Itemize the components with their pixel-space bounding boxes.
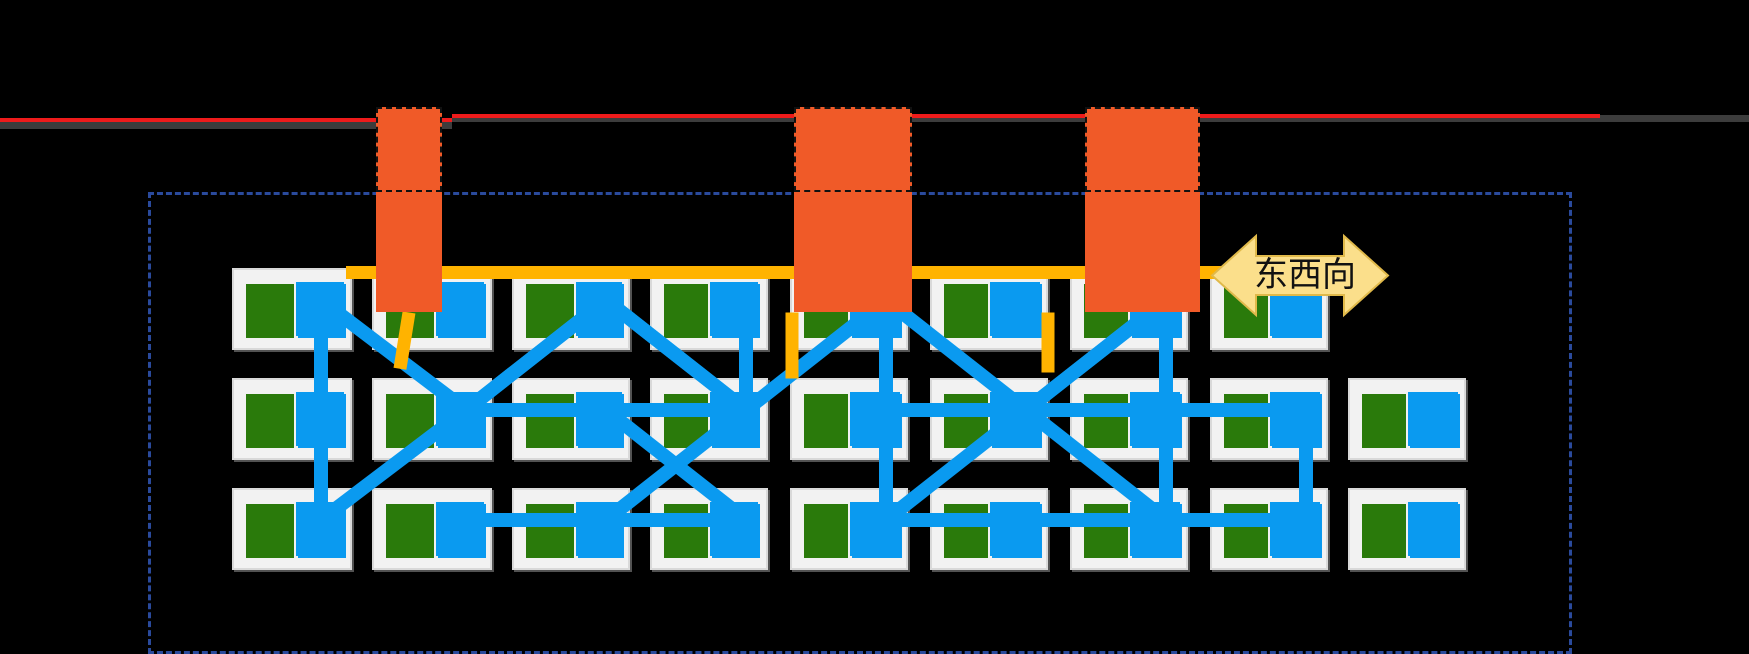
east-west-arrow-icon <box>1210 233 1390 318</box>
tower-3[interactable] <box>1085 107 1200 312</box>
east-west-arrow <box>1210 228 1390 323</box>
node-blue-unit[interactable] <box>1130 392 1180 446</box>
cell-green-unit <box>1362 394 1406 448</box>
node-blue-unit[interactable] <box>436 282 484 336</box>
tower-dashed-cap <box>794 107 912 192</box>
node-blue-unit[interactable] <box>1130 502 1180 556</box>
y-h-4 <box>900 265 1100 279</box>
cell-green-unit <box>664 284 708 338</box>
node-blue-unit[interactable] <box>990 392 1040 446</box>
cell-green-unit <box>246 394 294 448</box>
node-blue-unit[interactable] <box>990 282 1040 336</box>
node-blue-unit[interactable] <box>436 502 484 556</box>
node-blue-unit[interactable] <box>710 502 758 556</box>
node-blue-unit[interactable] <box>1270 392 1320 446</box>
dark-trunk-mid <box>452 115 1112 122</box>
node-blue-unit[interactable] <box>436 392 484 446</box>
tower-dashed-cap <box>1085 107 1200 192</box>
y-h-3 <box>620 265 810 279</box>
red-trunk-right <box>452 114 1600 118</box>
tower-dashed-cap <box>376 107 442 192</box>
node-blue-unit[interactable] <box>296 282 344 336</box>
node-blue-unit[interactable] <box>710 282 758 336</box>
node-blue-unit[interactable] <box>296 392 344 446</box>
cell-green-unit <box>386 504 434 558</box>
dark-trunk-right <box>1112 115 1749 122</box>
node-blue-unit[interactable] <box>850 392 900 446</box>
node-blue-unit[interactable] <box>296 502 344 556</box>
node-blue-unit[interactable] <box>576 392 622 446</box>
node-blue-unit[interactable] <box>710 392 758 446</box>
blue-link-7 <box>466 403 606 417</box>
node-blue-unit[interactable] <box>1270 502 1320 556</box>
cell-green-unit <box>804 394 848 448</box>
dark-trunk-left <box>0 122 452 129</box>
tower-1[interactable] <box>376 107 442 312</box>
node-blue-unit[interactable] <box>990 502 1040 556</box>
tower-2[interactable] <box>794 107 912 312</box>
cell-green-unit <box>804 504 848 558</box>
cell-green-unit <box>246 284 294 338</box>
cell-green-unit <box>246 504 294 558</box>
node-blue-unit[interactable] <box>576 282 622 336</box>
node-blue-unit[interactable] <box>1408 502 1458 556</box>
node-blue-unit[interactable] <box>850 502 900 556</box>
node-blue-unit[interactable] <box>1408 392 1458 446</box>
cell-green-unit <box>1362 504 1406 558</box>
cell-green-unit <box>944 284 988 338</box>
blue-link-27 <box>466 513 606 527</box>
east-west-label: 东西向 <box>1254 255 1356 295</box>
red-trunk-left <box>0 118 452 122</box>
node-blue-unit[interactable] <box>576 502 622 556</box>
